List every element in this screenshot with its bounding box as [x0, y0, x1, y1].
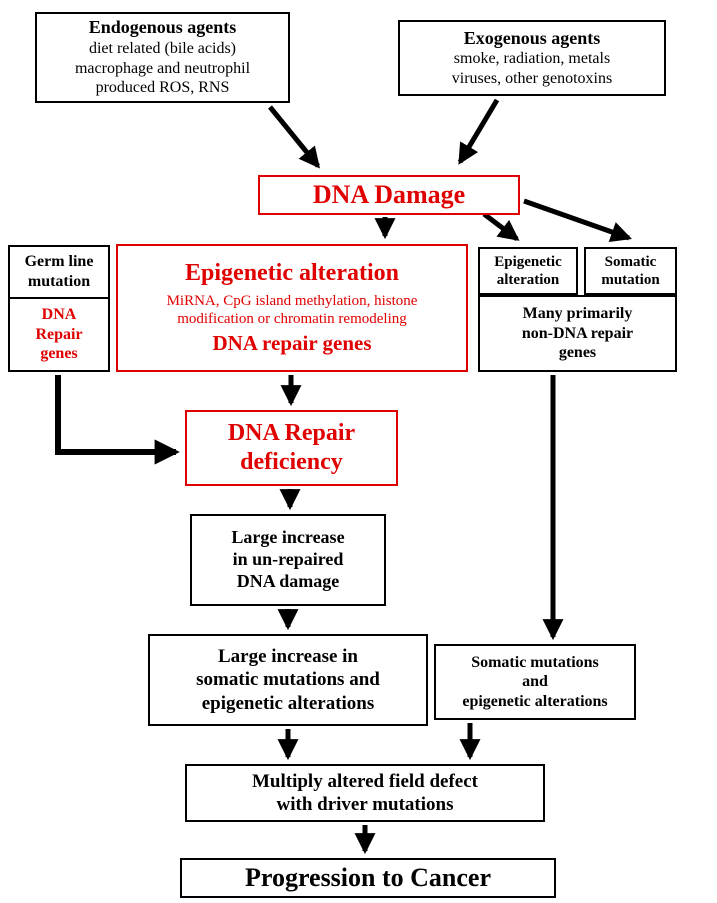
node-dna-repair-deficiency: DNA Repair deficiency	[185, 410, 398, 486]
node-large-increase-unrepaired: Large increase in un-repaired DNA damage	[190, 514, 386, 606]
epigenetic-alteration-title: Epigenetic alteration	[185, 260, 399, 287]
epigenetic-alteration-body: MiRNA, CpG island methylation, histone m…	[166, 292, 418, 327]
large-increase-unrepaired-title: Large increase in un-repaired DNA damage	[231, 527, 345, 591]
node-dna-damage: DNA Damage	[258, 175, 520, 215]
node-large-increase-somatic: Large increase in somatic mutations and …	[148, 634, 428, 726]
node-epigenetic-alteration-main: Epigenetic alteration MiRNA, CpG island …	[116, 244, 468, 372]
multiply-altered-field-title: Multiply altered field defect with drive…	[251, 770, 478, 815]
somatic-mutation-small-title: Somatic mutation	[601, 253, 660, 288]
dna-repair-deficiency-title: DNA Repair deficiency	[227, 419, 356, 475]
node-germ-line-mutation: Germ line mutation DNA Repair genes	[8, 245, 110, 372]
epigenetic-alteration-small-title: Epigenetic alteration	[494, 253, 562, 288]
node-somatic-mutation-small: Somatic mutation	[584, 247, 677, 295]
node-epigenetic-alteration-small: Epigenetic alteration	[478, 247, 578, 295]
exogenous-agents-title: Exogenous agents	[463, 27, 601, 48]
germ-line-mutation-title: Germ line mutation	[24, 253, 94, 290]
large-increase-somatic-title: Large increase in somatic mutations and …	[196, 646, 380, 714]
germ-line-dna-repair-genes: DNA Repair genes	[35, 306, 83, 363]
epigenetic-alteration-footer: DNA repair genes	[212, 331, 372, 356]
dna-damage-title: DNA Damage	[312, 180, 466, 210]
endogenous-agents-title: Endogenous agents	[88, 17, 237, 38]
many-primarily-title: Many primarily non-DNA repair genes	[521, 305, 634, 362]
exogenous-agents-body: smoke, radiation, metals viruses, other …	[451, 50, 613, 87]
node-exogenous-agents: Exogenous agents smoke, radiation, metal…	[398, 20, 666, 96]
endogenous-agents-body: diet related (bile acids) macrophage and…	[74, 40, 251, 97]
node-somatic-mutations-epigenetic: Somatic mutations and epigenetic alterat…	[434, 644, 636, 720]
somatic-mutations-epigenetic-title: Somatic mutations and epigenetic alterat…	[462, 653, 608, 710]
node-many-primarily: Many primarily non-DNA repair genes	[478, 295, 677, 372]
node-multiply-altered-field: Multiply altered field defect with drive…	[185, 764, 545, 822]
node-progression-to-cancer: Progression to Cancer	[180, 858, 556, 898]
progression-to-cancer-title: Progression to Cancer	[245, 863, 491, 893]
node-endogenous-agents: Endogenous agents diet related (bile aci…	[35, 12, 290, 103]
